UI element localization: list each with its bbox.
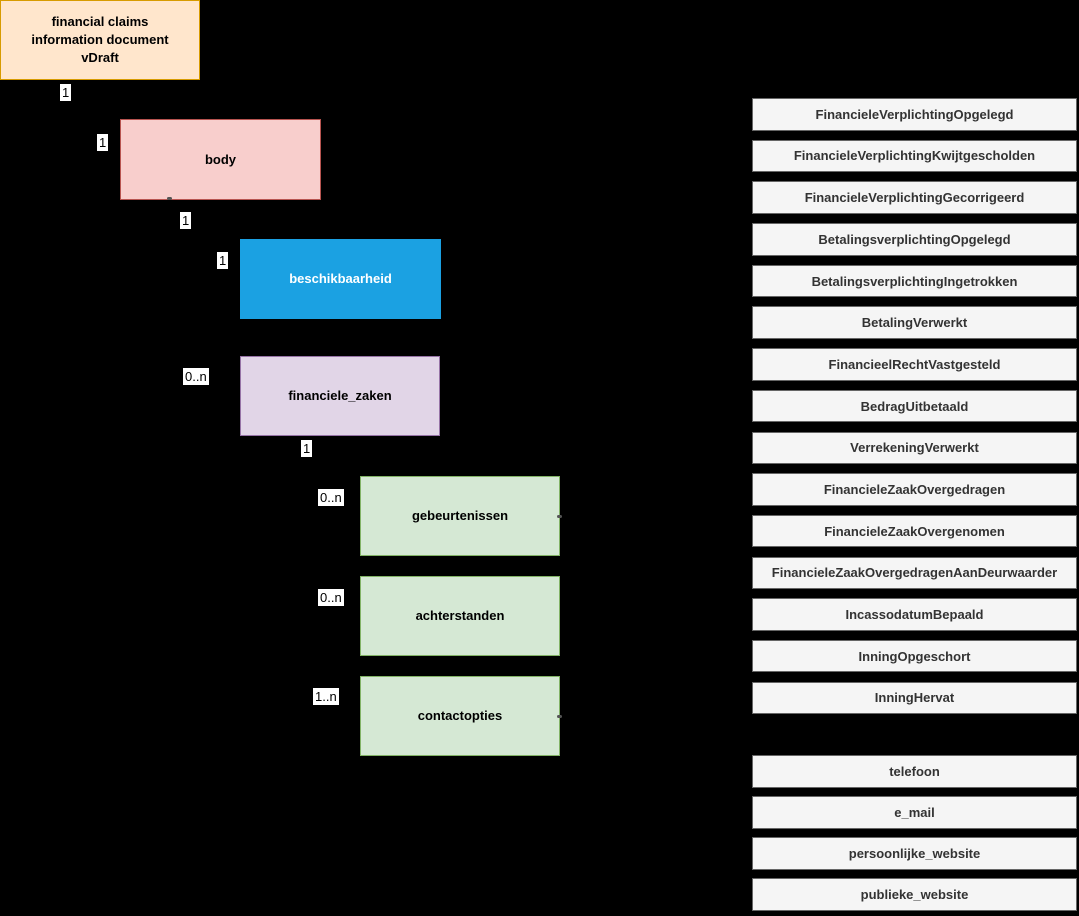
edge-anchor-mark bbox=[557, 515, 562, 518]
list-item[interactable]: BetalingsverplichtingOpgelegd bbox=[752, 223, 1077, 256]
cardinality-label-beschikbaarheid-target[interactable]: 1 bbox=[217, 252, 229, 269]
list-item[interactable]: InningOpgeschort bbox=[752, 639, 1077, 673]
list-item[interactable]: FinancieleVerplichtingKwijtgescholden bbox=[752, 139, 1077, 173]
node-financial-claims-document[interactable]: financial claims information document vD… bbox=[0, 0, 200, 80]
cardinality-label-body-target[interactable]: 1 bbox=[97, 134, 109, 151]
list-item[interactable]: persoonlijke_website bbox=[752, 837, 1077, 870]
list-item[interactable]: BetalingsverplichtingIngetrokken bbox=[752, 264, 1077, 298]
cardinality-label-gebeurtenissen-target[interactable]: 0..n bbox=[318, 489, 344, 506]
list-item[interactable]: FinancieleZaakOvergedragenAanDeurwaarder bbox=[752, 556, 1077, 590]
list-item[interactable]: telefoon bbox=[752, 755, 1077, 788]
list-item[interactable]: IncassodatumBepaald bbox=[752, 598, 1077, 631]
node-contactopties[interactable]: contactopties bbox=[360, 676, 560, 756]
list-item[interactable]: FinancieleVerplichtingOpgelegd bbox=[752, 98, 1077, 131]
node-achterstanden[interactable]: achterstanden bbox=[360, 576, 560, 656]
cardinality-label-achterstanden-target[interactable]: 0..n bbox=[318, 589, 344, 606]
cardinality-label-financiele-zaken-source[interactable]: 1 bbox=[301, 440, 313, 457]
list-item[interactable]: FinancieelRechtVastgesteld bbox=[752, 348, 1077, 381]
list-item[interactable]: e_mail bbox=[752, 796, 1077, 829]
edge-anchor-mark bbox=[557, 715, 562, 718]
list-item[interactable]: publieke_website bbox=[752, 878, 1077, 911]
node-body[interactable]: body bbox=[120, 119, 321, 200]
list-item[interactable]: InningHervat bbox=[752, 681, 1077, 715]
cardinality-label-financiele-zaken-target[interactable]: 0..n bbox=[183, 368, 209, 385]
edge-anchor-mark bbox=[167, 197, 172, 200]
list-item[interactable]: BetalingVerwerkt bbox=[752, 306, 1077, 339]
contact-option-list: telefoon e_mail persoonlijke_website pub… bbox=[752, 755, 1077, 911]
list-item[interactable]: FinancieleZaakOvergenomen bbox=[752, 514, 1077, 548]
list-item[interactable]: BedragUitbetaald bbox=[752, 389, 1077, 423]
node-beschikbaarheid[interactable]: beschikbaarheid bbox=[240, 239, 441, 319]
list-item[interactable]: FinancieleZaakOvergedragen bbox=[752, 473, 1077, 506]
list-item[interactable]: FinancieleVerplichtingGecorrigeerd bbox=[752, 181, 1077, 214]
node-financiele-zaken[interactable]: financiele_zaken bbox=[240, 356, 440, 436]
cardinality-label-body-source[interactable]: 1 bbox=[180, 212, 192, 229]
node-gebeurtenissen[interactable]: gebeurtenissen bbox=[360, 476, 560, 556]
cardinality-label-contactopties-target[interactable]: 1..n bbox=[313, 688, 339, 705]
event-type-list: FinancieleVerplichtingOpgelegd Financiel… bbox=[752, 98, 1077, 715]
cardinality-label-root-source[interactable]: 1 bbox=[60, 84, 72, 101]
list-item[interactable]: VerrekeningVerwerkt bbox=[752, 431, 1077, 464]
